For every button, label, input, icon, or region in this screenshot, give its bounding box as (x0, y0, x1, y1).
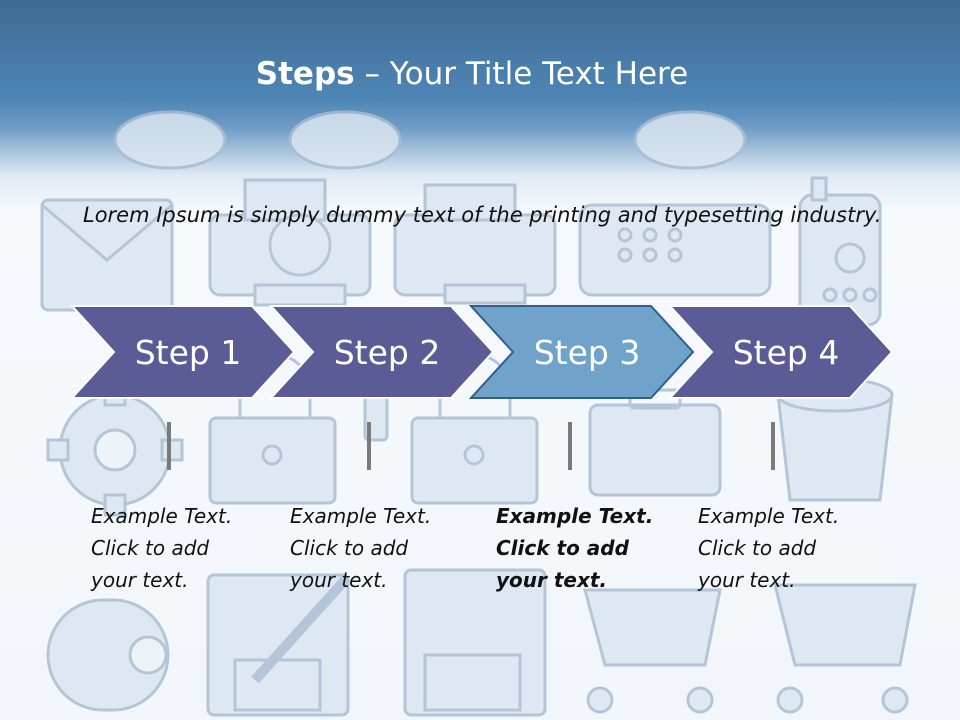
disc-icon (633, 110, 747, 170)
step-4-connector (771, 422, 775, 470)
step-3-connector (568, 422, 572, 470)
step-1-text[interactable]: Example Text. Click to add your text. (91, 500, 266, 596)
step-2-connector (367, 422, 371, 470)
disc-icon (288, 110, 402, 170)
phone-icon (798, 176, 882, 327)
shopping-cart-icon (583, 588, 722, 714)
slide-title[interactable]: Steps – Your Title Text Here (0, 56, 944, 92)
shopping-cart-icon (773, 583, 917, 714)
floppy-icon (403, 568, 547, 717)
printer-icon (393, 183, 557, 305)
disc-icon (113, 110, 227, 170)
step-1-chevron[interactable]: Step 1 (69, 305, 296, 399)
step-4-text[interactable]: Example Text. Click to add your text. (698, 500, 873, 596)
step-1-label: Step 1 (135, 333, 242, 372)
step-3-chevron[interactable]: Step 3 (468, 305, 695, 399)
step-2-chevron[interactable]: Step 2 (268, 305, 495, 399)
printer-search-icon (208, 178, 372, 307)
step-2-line-1: Example Text. (290, 504, 432, 528)
title-rest: – Your Title Text Here (354, 56, 689, 92)
step-4-line-2: Click to add (698, 536, 817, 560)
step-3-label: Step 3 (534, 333, 641, 372)
step-2-text[interactable]: Example Text. Click to add your text. (290, 500, 465, 596)
tape-roll-icon (46, 598, 170, 712)
intro-text[interactable]: Lorem Ipsum is simply dummy text of the … (83, 203, 882, 227)
title-bold: Steps (255, 56, 355, 92)
step-3-text[interactable]: Example Text. Click to add your text. (496, 500, 671, 596)
step-1-connector (167, 422, 171, 470)
step-2-line-2: Click to add (290, 536, 409, 560)
step-3-line-1: Example Text. (496, 504, 654, 528)
step-4-line-3: your text. (698, 568, 796, 592)
step-4-line-1: Example Text. (698, 504, 840, 528)
step-4-chevron[interactable]: Step 4 (667, 305, 894, 399)
step-2-label: Step 2 (334, 333, 441, 372)
step-4-label: Step 4 (733, 333, 840, 372)
briefcase-icon (588, 388, 722, 497)
fax-icon (578, 203, 772, 297)
step-1-line-2: Click to add (91, 536, 210, 560)
step-3-line-3: your text. (496, 568, 608, 592)
floppy-edit-icon (206, 573, 350, 717)
step-1-line-3: your text. (91, 568, 189, 592)
step-3-line-2: Click to add (496, 536, 629, 560)
step-1-line-1: Example Text. (91, 504, 233, 528)
step-2-line-3: your text. (290, 568, 388, 592)
